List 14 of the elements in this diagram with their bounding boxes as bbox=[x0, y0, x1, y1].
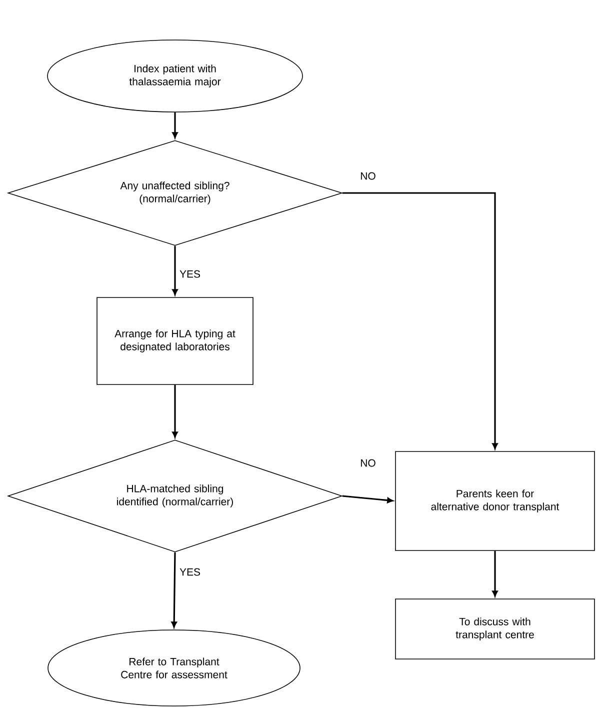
arrow bbox=[342, 192, 498, 450]
arrow bbox=[342, 495, 394, 504]
edge-label: YES bbox=[178, 567, 202, 577]
process-box: Arrange for HLA typing at designated laboratories bbox=[96, 297, 254, 385]
arrow bbox=[172, 384, 178, 438]
process-box: To discuss with transplant centre bbox=[395, 598, 595, 660]
arrow bbox=[172, 246, 178, 296]
arrow bbox=[172, 112, 178, 138]
arrow bbox=[492, 550, 498, 597]
edge-label: NO bbox=[359, 171, 377, 181]
edge-label: NO bbox=[359, 458, 377, 468]
edge-label: YES bbox=[178, 269, 202, 279]
process-box: Parents keen for alternative donor transplant bbox=[395, 451, 595, 551]
arrow bbox=[171, 552, 177, 628]
